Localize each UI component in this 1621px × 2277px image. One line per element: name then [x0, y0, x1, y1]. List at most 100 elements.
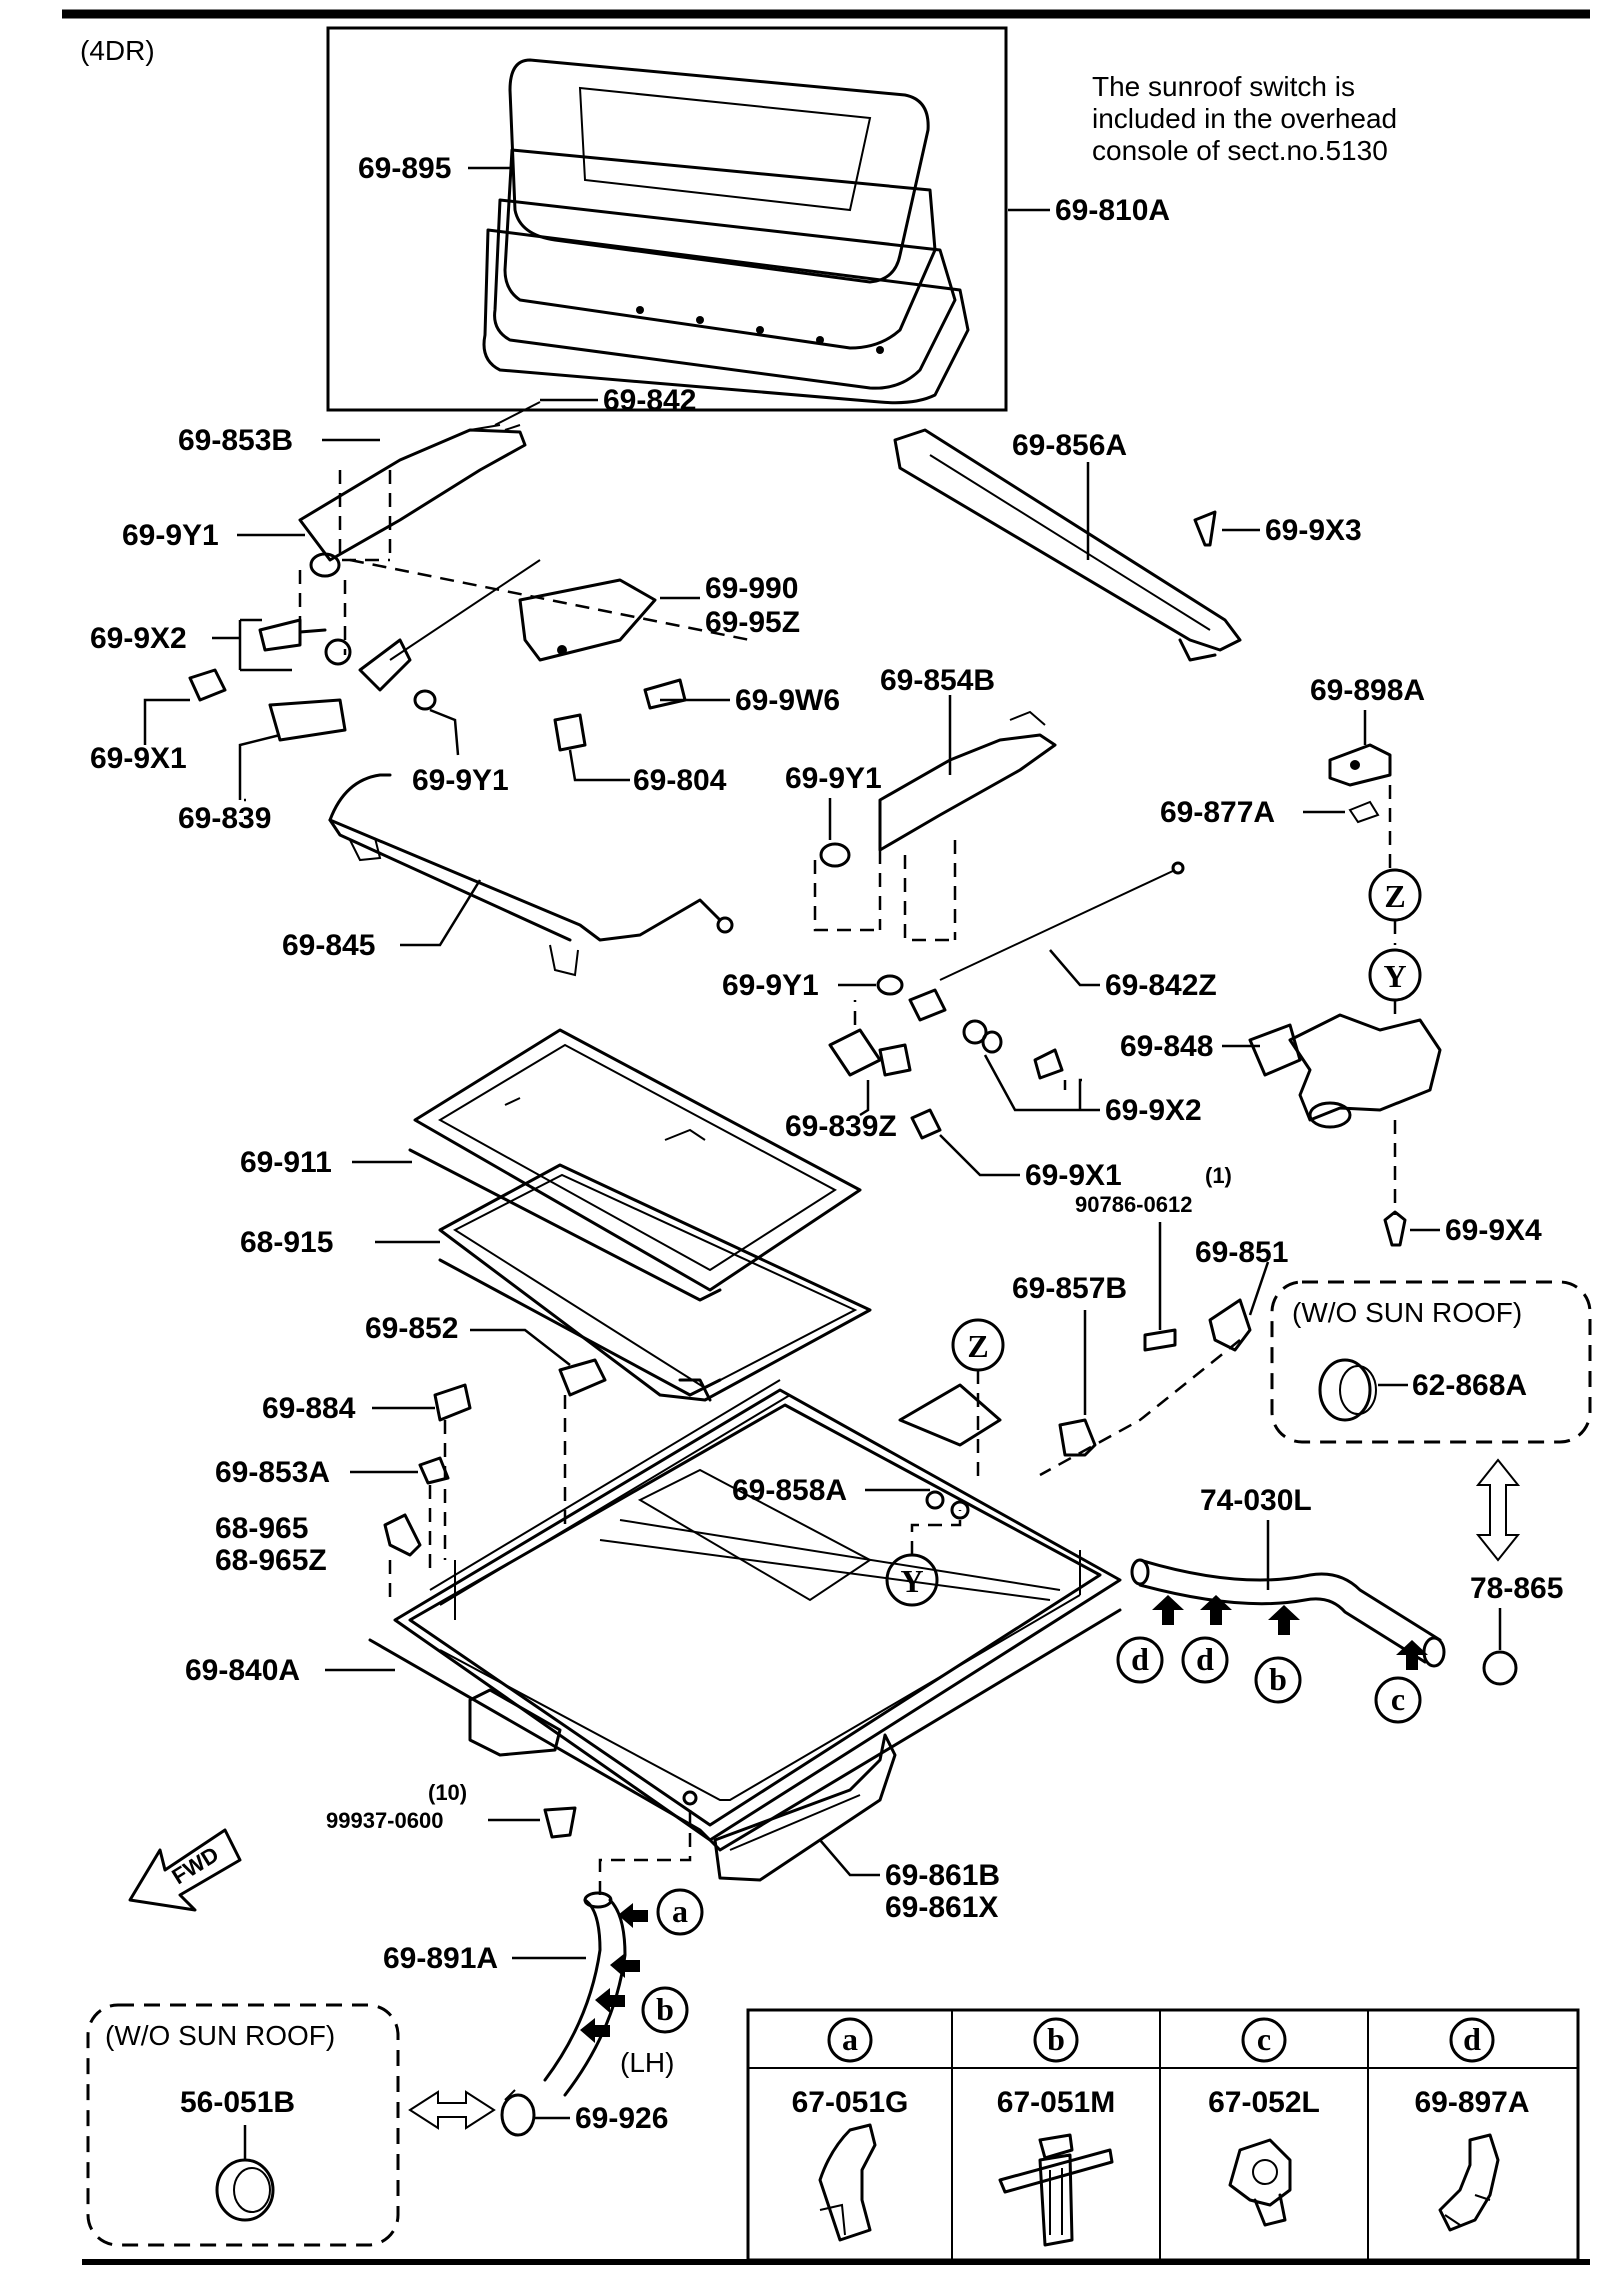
sunroof-switch-note: The sunroof switch is included in the ov… [1092, 71, 1397, 166]
label-69-853A: 69-853A [215, 1456, 330, 1489]
right-mechanism-drawing [813, 710, 1185, 1140]
main-frame-drawing [368, 1379, 1122, 1852]
svg-text:b: b [1269, 1661, 1287, 1697]
label-99937-0600: 99937-0600 [326, 1808, 443, 1833]
svg-text:Y: Y [900, 1563, 923, 1599]
clip-ref-b-left: b [641, 1986, 689, 2034]
clip-table-part-c: 67-052L [1208, 2086, 1320, 2119]
rivet-99937-0600-drawing [543, 1806, 577, 1839]
label-69-9X1-a: 69-9X1 [90, 742, 187, 775]
wo-sunroof-label-right: (W/O SUN ROOF) [1292, 1297, 1522, 1328]
clip-ref-c: c [1374, 1676, 1422, 1724]
label-69-848: 69-848 [1120, 1030, 1213, 1063]
label-69-857B: 69-857B [1012, 1272, 1127, 1305]
label-69-842: 69-842 [603, 384, 696, 417]
drain-hose-left-drawing [543, 1891, 627, 2097]
clip-table-part-d: 69-897A [1414, 2086, 1529, 2119]
label-68-915: 68-915 [240, 1226, 333, 1259]
inner-frame-drawing [408, 1028, 872, 1402]
label-69-858A: 69-858A [732, 1474, 847, 1507]
svg-text:c: c [1391, 1681, 1405, 1717]
label-69-854B: 69-854B [880, 664, 995, 697]
clip-67-051M-drawing [998, 2133, 1114, 2247]
left-mechanism-drawing [188, 401, 751, 977]
clip-ref-d-1: d [1116, 1636, 1164, 1684]
connector-z-lower: Z [951, 1318, 1005, 1372]
label-69-898A: 69-898A [1310, 674, 1425, 707]
clip-table-header-a: a [827, 2017, 873, 2063]
svg-text:The sunroof switch is: The sunroof switch is [1092, 71, 1355, 102]
label-68-965: 68-965 [215, 1512, 308, 1545]
label-69-9X3: 69-9X3 [1265, 514, 1362, 547]
connector-y-upper: Y [1368, 948, 1422, 1002]
label-69-851: 69-851 [1195, 1236, 1288, 1269]
label-69-861X: 69-861X [885, 1891, 998, 1924]
label-68-965Z: 68-965Z [215, 1544, 327, 1577]
qty-10: (10) [428, 1780, 467, 1805]
svg-text:a: a [672, 1893, 688, 1929]
glass-assembly-box [326, 26, 1008, 412]
lh-label: (LH) [620, 2047, 674, 2078]
label-69-884: 69-884 [262, 1392, 356, 1425]
label-69-9Y1-d: 69-9Y1 [722, 969, 819, 1002]
deflector-69-861B-drawing [713, 1733, 897, 1882]
fwd-arrow: FWD [128, 1828, 242, 1912]
wo-sunroof-box-left [86, 2003, 400, 2247]
clip-parts-drawing [383, 1298, 1252, 1557]
clip-table-part-b: 67-051M [997, 2086, 1115, 2119]
cross-member-drawing [893, 428, 1242, 662]
svg-text:d: d [1463, 2021, 1481, 2057]
connector-z-upper: Z [1368, 868, 1422, 922]
svg-text:Z: Z [1384, 878, 1405, 914]
label-69-861B: 69-861B [885, 1859, 1000, 1892]
clamp-69-926-drawing [500, 2089, 536, 2137]
svg-text:a: a [842, 2021, 858, 2057]
clip-ref-d-2: d [1181, 1636, 1229, 1684]
clip-67-052L-drawing [1228, 2138, 1292, 2227]
label-74-030L: 74-030L [1200, 1484, 1312, 1517]
qty-1: (1) [1205, 1163, 1232, 1188]
label-69-9W6: 69-9W6 [735, 684, 840, 717]
label-69-9Y1-c: 69-9Y1 [785, 762, 882, 795]
swap-arrow-left [408, 2090, 496, 2130]
svg-text:b: b [656, 1991, 674, 2027]
svg-text:d: d [1196, 1641, 1214, 1677]
sunroof-glass-drawing [482, 58, 970, 405]
clip-67-051G-drawing [818, 2123, 877, 2242]
label-78-865: 78-865 [1470, 1572, 1563, 1605]
label-69-9X1-b: 69-9X1 [1025, 1159, 1122, 1192]
label-69-840A: 69-840A [185, 1654, 300, 1687]
label-69-852: 69-852 [365, 1312, 458, 1345]
clip-ref-b-right: b [1254, 1656, 1302, 1704]
label-69-845: 69-845 [282, 929, 375, 962]
clip-table-header-d: d [1449, 2017, 1495, 2063]
label-69-810A: 69-810A [1055, 194, 1170, 227]
clip-table-header-b: b [1033, 2017, 1079, 2063]
svg-text:Y: Y [1383, 958, 1406, 994]
svg-text:b: b [1047, 2021, 1065, 2057]
label-69-9X2-a: 69-9X2 [90, 622, 187, 655]
variant-label: (4DR) [80, 35, 155, 66]
label-69-926: 69-926 [575, 2102, 668, 2135]
clip-table-part-a: 67-051G [792, 2086, 909, 2119]
label-69-877A: 69-877A [1160, 796, 1275, 829]
label-62-868A: 62-868A [1412, 1369, 1527, 1402]
plug-78-865-drawing [1482, 1650, 1518, 1686]
label-69-853B: 69-853B [178, 424, 293, 457]
label-69-856A: 69-856A [1012, 429, 1127, 462]
label-69-9Y1-b: 69-9Y1 [412, 764, 509, 797]
svg-text:Z: Z [967, 1328, 988, 1364]
wo-sunroof-label-left: (W/O SUN ROOF) [105, 2020, 335, 2051]
svg-text:console of sect.no.5130: console of sect.no.5130 [1092, 135, 1388, 166]
motor-drawing [1248, 743, 1442, 1247]
label-69-895: 69-895 [358, 152, 451, 185]
label-69-95Z: 69-95Z [705, 606, 800, 639]
label-69-9X2-b: 69-9X2 [1105, 1094, 1202, 1127]
clip-arrows-right [1152, 1595, 1428, 1670]
label-56-051B: 56-051B [180, 2086, 295, 2119]
label-69-911: 69-911 [240, 1146, 332, 1179]
wo-sunroof-box-right [1270, 1280, 1592, 1444]
clip-table: a b c d 67-051G 67-051M 67-052L 69-897A [746, 2008, 1580, 2262]
label-69-9Y1-a: 69-9Y1 [122, 519, 219, 552]
